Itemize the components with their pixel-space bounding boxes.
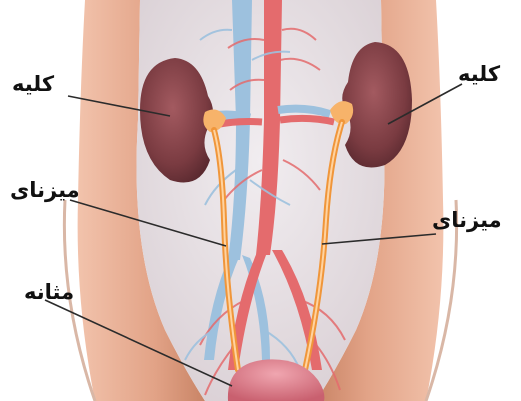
label-kidney-right: کلیه [458,64,500,85]
label-bladder: مثانه [24,282,74,303]
label-kidney-left: کلیه [12,74,54,95]
label-ureter-left: میزنای [10,180,80,201]
label-ureter-right: میزنای [432,210,502,231]
